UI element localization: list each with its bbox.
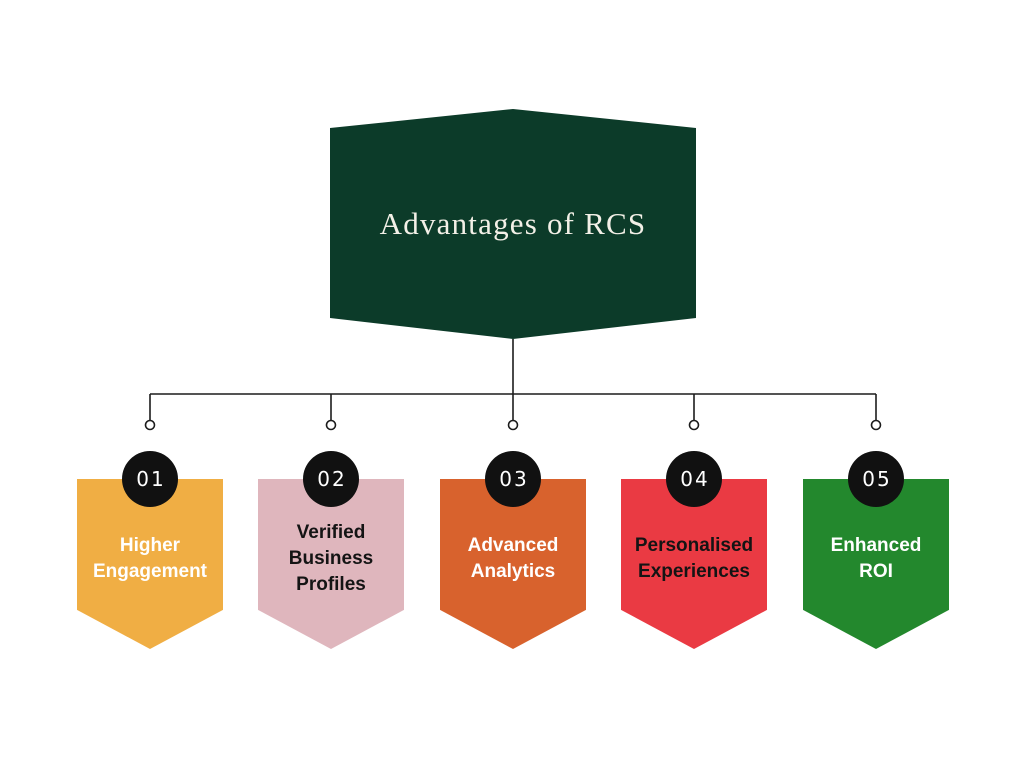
- connector-dot-4: [688, 419, 700, 431]
- connector-dot-1: [144, 419, 156, 431]
- connector-group: [144, 109, 882, 431]
- banner-ribbon: [77, 479, 223, 649]
- banner-ribbon: [440, 479, 586, 649]
- banner-ribbon: [621, 479, 767, 649]
- step-number-badge: 01: [122, 451, 178, 507]
- banner-ribbon: [258, 479, 404, 649]
- banner-ribbon: [803, 479, 949, 649]
- step-number-badge: 02: [303, 451, 359, 507]
- main-title: Advantages of RCS: [379, 206, 647, 241]
- connector-dot-3: [507, 419, 519, 431]
- connector-dot-2: [325, 419, 337, 431]
- step-number-badge: 04: [666, 451, 722, 507]
- step-number-badge: 03: [485, 451, 541, 507]
- connector-dot-5: [870, 419, 882, 431]
- step-number-badge: 05: [848, 451, 904, 507]
- title-hexagon: [330, 109, 696, 339]
